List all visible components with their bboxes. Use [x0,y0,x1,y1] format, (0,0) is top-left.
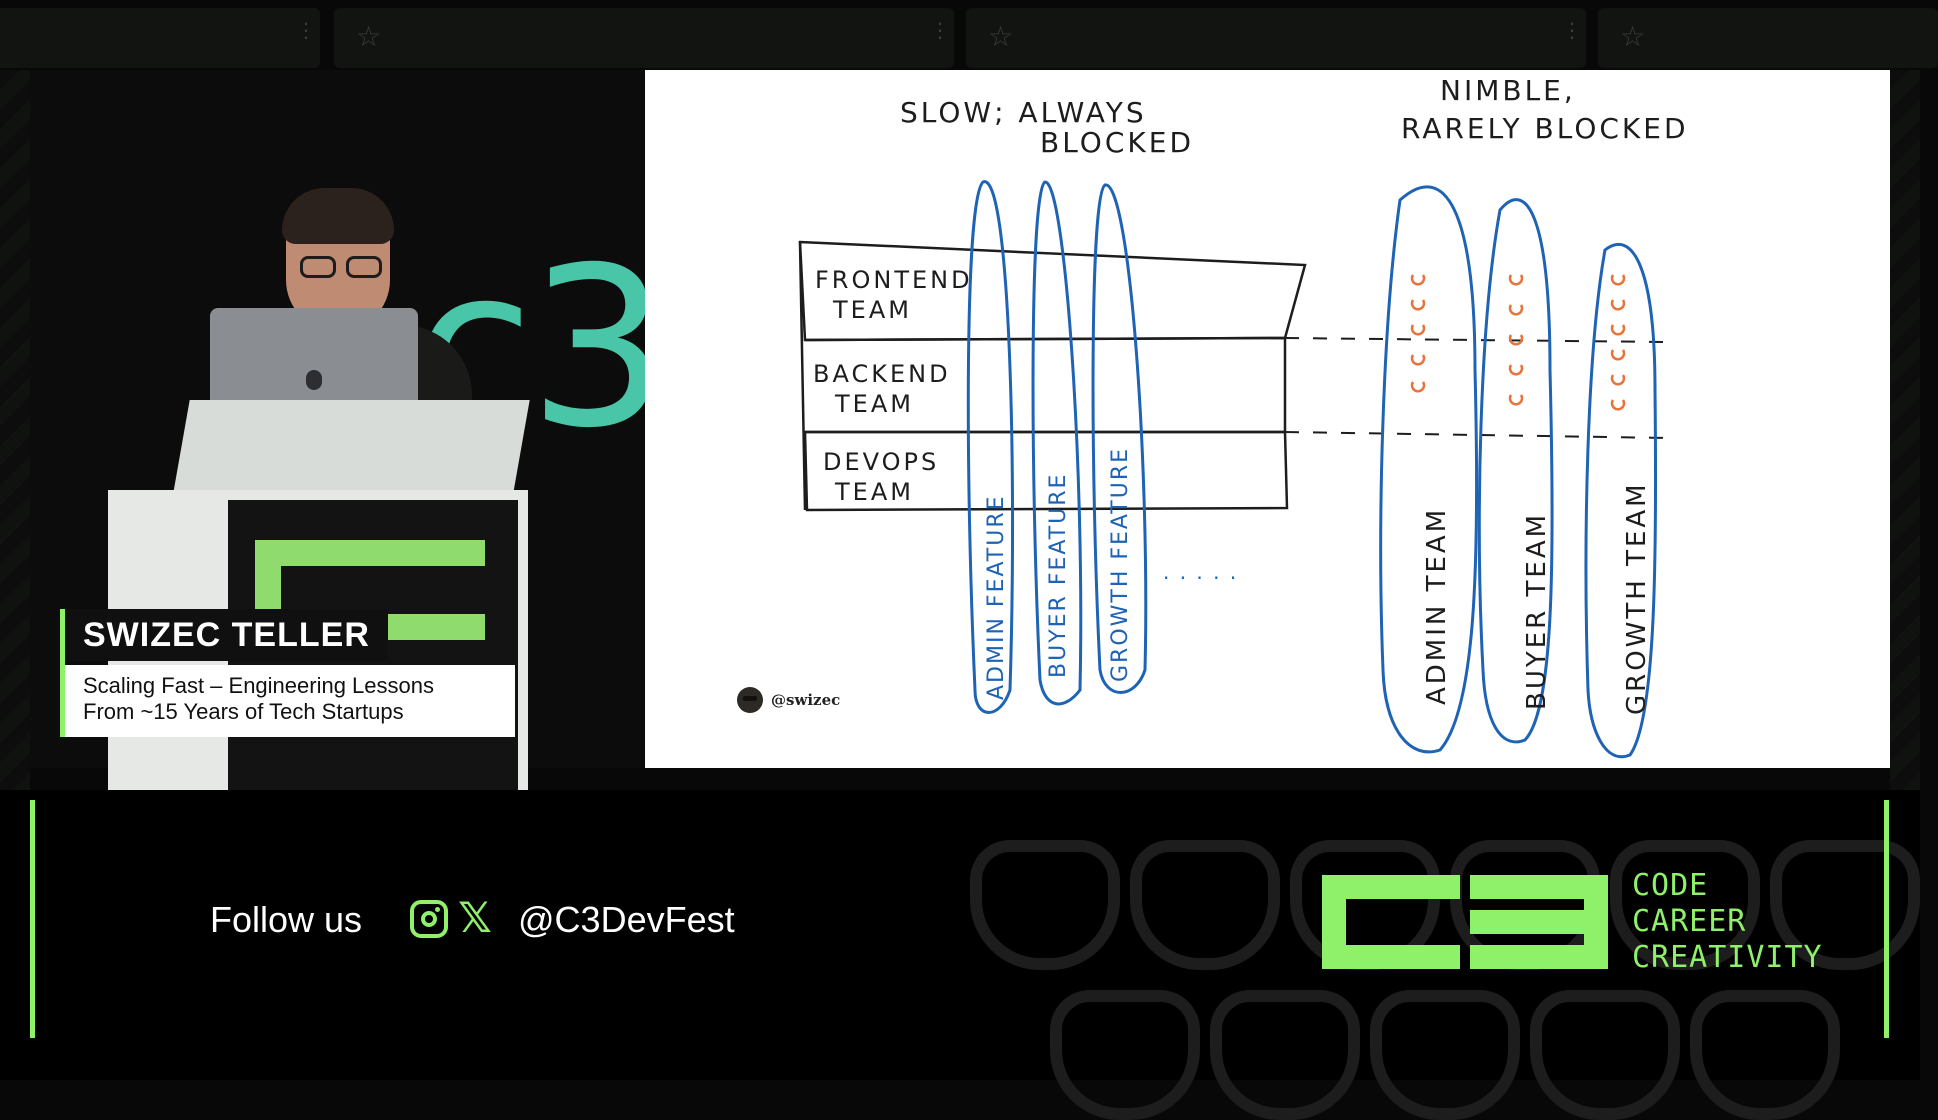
participant-tile[interactable]: ⋮ [0,8,320,68]
feature-label: GROWTH FEATURE [1108,447,1133,682]
c3-logo-c [1322,875,1460,969]
speaker-hair [282,188,394,244]
shield-icon [1530,990,1680,1120]
left-heading-line-1: SLOW; ALWAYS [900,96,1147,129]
feature-columns [966,180,1148,714]
participant-tile[interactable]: ☆ ⋮ [966,8,1586,68]
more-vertical-icon[interactable]: ⋮ [1562,18,1582,42]
row-label: DEVOPS [823,448,939,476]
instagram-icon[interactable] [410,900,448,938]
c3-logo-3 [1470,875,1608,969]
c3-logo [1322,875,1608,969]
shield-icon [1050,990,1200,1120]
team-label: GROWTH TEAM [1622,481,1652,715]
shield-icon [970,840,1120,970]
tagline-line: CAREER [1632,904,1747,939]
footer-accent-bar-right [1884,800,1889,1038]
feature-label: ADMIN FEATURE [984,494,1009,700]
shield-icon [1690,990,1840,1120]
footer-accent-bar-left [30,800,35,1038]
ellipsis: · · · · · [1163,566,1238,590]
right-heading-line-1: NIMBLE, [1440,74,1576,107]
team-columns [1379,185,1658,759]
brand-tagline: CODE CAREER CREATIVITY [1632,868,1823,976]
row-label: FRONTEND [815,266,973,294]
row-label: TEAM [834,390,914,418]
author-handle: @swizec [737,686,840,714]
star-icon[interactable]: ☆ [1620,20,1646,53]
shield-icon [1370,990,1520,1120]
participant-tile[interactable]: ☆ [1598,8,1938,68]
speaker-video: #c3c [30,70,783,910]
speaker-name: SWIZEC TELLER [65,609,388,661]
row-label: BACKEND [813,360,951,388]
speaker-glasses [300,256,388,278]
background-pattern [0,70,30,790]
background-pattern [1890,70,1920,790]
shield-icon [1130,840,1280,970]
author-handle-text: @swizec [771,691,841,709]
team-label: BUYER TEAM [1522,512,1552,710]
follow-us-label: Follow us [210,899,363,940]
left-heading-line-2: BLOCKED [1040,126,1194,159]
talk-title-line-2: From ~15 Years of Tech Startups [83,699,404,724]
star-icon[interactable]: ☆ [356,20,382,53]
social-handle[interactable]: @C3DevFest [518,899,735,940]
lower-third-accent-bar [60,609,65,737]
star-icon[interactable]: ☆ [988,20,1014,53]
orange-marks [1410,274,1626,411]
whiteboard-drawing: SLOW; ALWAYS BLOCKED NIMBLE, RARELY BLOC… [798,74,1689,759]
participant-tile[interactable]: ☆ ⋮ [334,8,954,68]
row-label: TEAM [832,296,912,324]
talk-title: Scaling Fast – Engineering Lessons From … [65,665,515,737]
feature-label: BUYER FEATURE [1046,473,1071,678]
more-vertical-icon[interactable]: ⋮ [930,18,950,42]
apple-logo-icon [306,370,322,390]
right-heading-line-2: RARELY BLOCKED [1401,112,1689,145]
talk-title-line-1: Scaling Fast – Engineering Lessons [83,673,434,698]
tagline-line: CODE [1632,868,1709,903]
presentation-slide: SLOW; ALWAYS BLOCKED NIMBLE, RARELY BLOC… [645,70,1890,768]
team-label: ADMIN TEAM [1422,507,1452,705]
row-label: TEAM [834,478,914,506]
more-vertical-icon[interactable]: ⋮ [296,18,316,42]
author-avatar [737,687,763,713]
dashed-row-lines [1284,337,1671,439]
participant-tile-strip: ⋮ ☆ ⋮ ☆ ⋮ ☆ [0,0,1938,70]
tagline-line: CREATIVITY [1632,940,1823,975]
x-icon[interactable]: 𝕏 [458,893,492,942]
shield-icon [1210,990,1360,1120]
